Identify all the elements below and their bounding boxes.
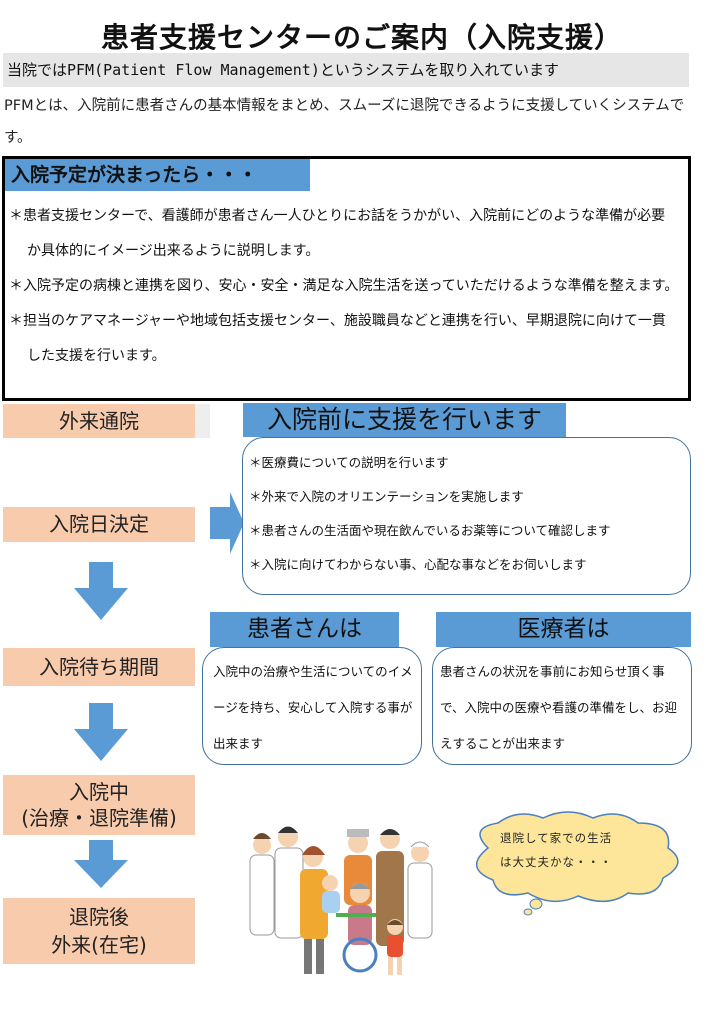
arrow-right-icon [210, 492, 244, 554]
staff-text: 患者さんの状況を事前にお知らせ頂く事で、入院中の医療や看護の準備をし、お迎えする… [440, 664, 678, 751]
step-outpatient-shadow [195, 404, 210, 438]
arrow-down-icon [74, 562, 128, 620]
step-hospitalized-line1: 入院中 [69, 780, 129, 804]
arrow-down-icon [74, 703, 128, 761]
step-after-discharge-line2: 外来(在宅) [51, 933, 147, 957]
thought-bubble-text: 退院して家での生活 は大丈夫かな・・・ [500, 826, 613, 874]
thought-line-1: 退院して家での生活 [500, 831, 613, 845]
list-item: ＊患者さんの生活面や現在飲んでいるお薬等について確認します [249, 523, 611, 538]
list-item: ＊入院予定の病棟と連携を図り、安心・安全・満足な入院生活を送っていただけるような… [9, 278, 679, 294]
list-item: ＊医療費についての説明を行います [249, 455, 449, 470]
patient-text: 入院中の治療や生活についてのイメージを持ち、安心して入院する事が出来ます [213, 664, 413, 751]
staff-box: 患者さんの状況を事前にお知らせ頂く事で、入院中の医療や看護の準備をし、お迎えする… [432, 647, 692, 765]
family-and-medical-staff-illustration [249, 826, 433, 975]
admission-decided-list: ＊患者支援センターで、看護師が患者さん一人ひとりにお話をうかがい、入院前にどのよ… [9, 199, 679, 374]
admission-decided-box: 入院予定が決まったら・・・ ＊患者支援センターで、看護師が患者さん一人ひとりにお… [2, 156, 691, 401]
step-waiting-period: 入院待ち期間 [3, 648, 195, 686]
page-title: 患者支援センターのご案内（入院支援） [100, 21, 623, 54]
step-hospitalized-line2: (治療・退院準備) [21, 806, 177, 830]
pre-support-box: ＊医療費についての説明を行います ＊外来で入院のオリエンテーションを実施します … [242, 437, 691, 595]
patient-box: 入院中の治療や生活についてのイメージを持ち、安心して入院する事が出来ます [202, 647, 422, 765]
staff-heading: 医療者は [436, 612, 691, 647]
list-item: ＊患者支援センターで、看護師が患者さん一人ひとりにお話をうかがい、入院前にどのよ… [9, 208, 666, 259]
step-after-discharge: 退院後 外来(在宅) [3, 898, 195, 964]
thought-bubble [476, 811, 679, 916]
thought-line-2: は大丈夫かな・・・ [500, 855, 613, 869]
step-admission-date: 入院日決定 [3, 507, 195, 542]
list-item: ＊外来で入院のオリエンテーションを実施します [249, 489, 524, 504]
step-hospitalized: 入院中 (治療・退院準備) [3, 775, 195, 835]
admission-decided-heading: 入院予定が決まったら・・・ [5, 159, 310, 191]
patient-heading: 患者さんは [210, 612, 399, 647]
step-after-discharge-line1: 退院後 [69, 905, 129, 929]
intro-banner: 当院ではPFM(Patient Flow Management)というシステムを… [3, 53, 689, 87]
step-outpatient: 外来通院 [3, 404, 195, 438]
list-item: ＊担当のケアマネージャーや地域包括支援センター、施設職員などと連携を行い、早期退… [9, 313, 666, 364]
pre-support-heading: 入院前に支援を行います [243, 403, 566, 437]
list-item: ＊入院に向けてわからない事、心配な事などをお伺いします [249, 557, 587, 572]
arrow-down-icon [74, 840, 128, 888]
intro-text: PFMとは、入院前に患者さんの基本情報をまとめ、スムーズに退院できるように支援し… [4, 98, 685, 146]
